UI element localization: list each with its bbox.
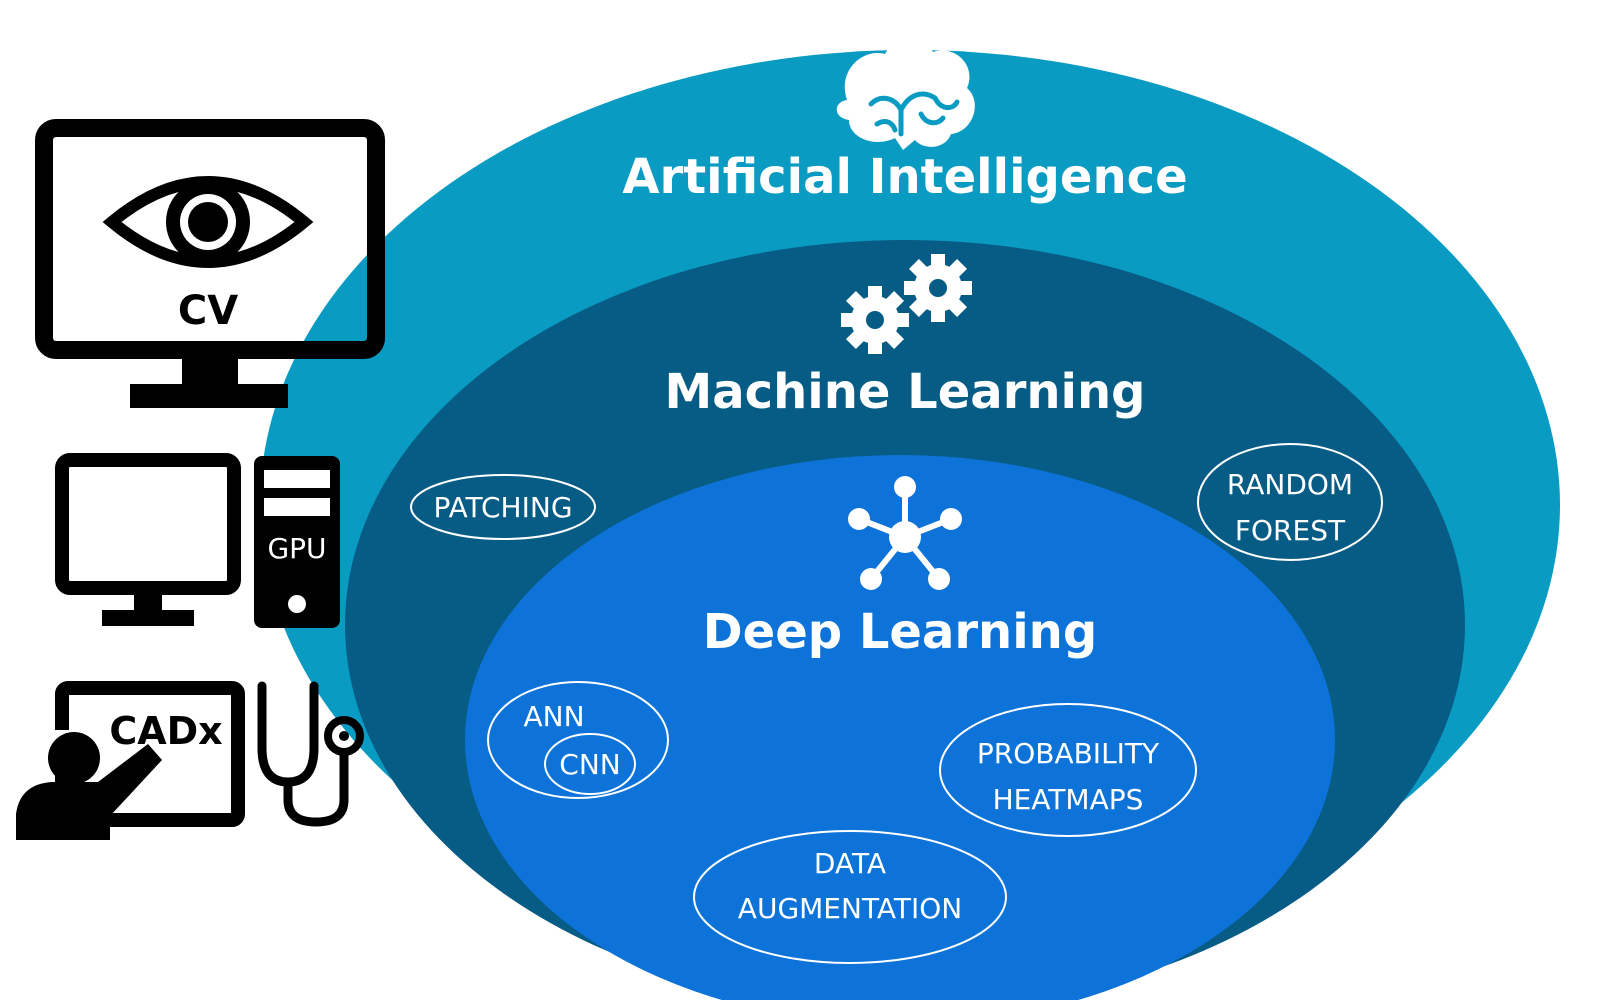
- dl-title: Deep Learning: [703, 604, 1097, 660]
- ml-title: Machine Learning: [664, 364, 1145, 420]
- tag-data-augmentation-line2: AUGMENTATION: [738, 892, 962, 925]
- cv-label: CV: [178, 288, 238, 334]
- tag-ann-label: ANN: [523, 700, 584, 733]
- network-hub-icon: [848, 476, 962, 590]
- stethoscope-icon: [257, 681, 364, 827]
- ai-title: Artificial Intelligence: [622, 149, 1187, 205]
- dl-ellipse: [465, 455, 1335, 1000]
- presenter-stethoscope-icon: CADx: [16, 681, 364, 840]
- computer-tower-icon: GPU: [55, 453, 340, 628]
- tag-ann: ANN CNN: [487, 681, 669, 799]
- monitor-eye-icon: CV: [35, 119, 385, 408]
- tag-patching-label: PATCHING: [433, 491, 572, 524]
- tag-probability-heatmaps: PROBABILITY HEATMAPS: [939, 703, 1197, 837]
- tag-random-forest-line2: FOREST: [1235, 514, 1346, 547]
- eye-icon: [102, 176, 314, 268]
- tag-random-forest: RANDOM FOREST: [1197, 443, 1383, 561]
- tag-cnn-label: CNN: [559, 748, 620, 781]
- gears-icon: [841, 254, 972, 354]
- gpu-label: GPU: [267, 532, 326, 565]
- tag-patching: PATCHING: [410, 474, 596, 540]
- tag-probability-heatmaps-line1: PROBABILITY: [977, 737, 1160, 770]
- tag-cnn: CNN: [544, 733, 636, 795]
- tag-random-forest-line1: RANDOM: [1227, 468, 1353, 501]
- brain-icon: [836, 40, 975, 150]
- cadx-label: CADx: [109, 709, 222, 753]
- tag-data-augmentation-line1: DATA: [814, 847, 886, 880]
- tag-data-augmentation: DATA AUGMENTATION: [693, 830, 1007, 964]
- tag-probability-heatmaps-line2: HEATMAPS: [993, 783, 1144, 816]
